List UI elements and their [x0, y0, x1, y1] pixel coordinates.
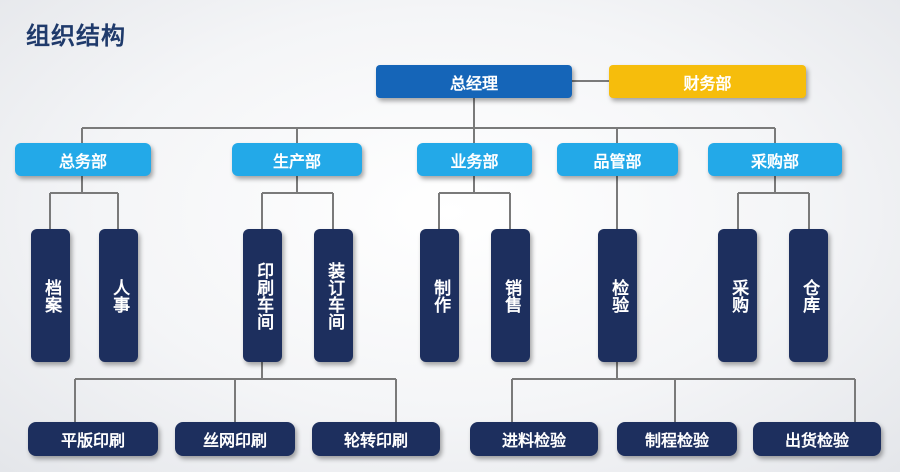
- unit-label: 检验: [608, 278, 629, 313]
- connector-caigou-units: [737, 176, 810, 229]
- finance-dept-box: 财务部: [609, 65, 806, 98]
- dept-label: 业务部: [450, 151, 499, 171]
- leaf-box-chuhuo: 出货检验: [753, 422, 881, 456]
- unit-box-zhizuo: 制作: [420, 229, 459, 362]
- unit-box-yinshua: 印刷车间: [243, 229, 282, 362]
- unit-label: 装订车间: [324, 261, 345, 330]
- leaf-box-pingban: 平版印刷: [28, 422, 158, 456]
- unit-box-zhuangding: 装订车间: [314, 229, 353, 362]
- unit-label: 制作: [430, 278, 451, 313]
- leaf-label: 制程检验: [644, 431, 709, 450]
- dept-box-caigou: 采购部: [708, 143, 842, 176]
- unit-label: 人事: [109, 278, 130, 313]
- dept-box-zongwu: 总务部: [15, 143, 151, 176]
- dept-label: 品管部: [593, 151, 642, 171]
- unit-box-cangku: 仓库: [789, 229, 828, 362]
- leaf-box-siwang: 丝网印刷: [175, 422, 295, 456]
- page-title: 组织结构: [26, 22, 126, 50]
- unit-label: 印刷车间: [253, 261, 274, 330]
- connector-print-leaves: [74, 362, 397, 422]
- dept-box-yewu: 业务部: [417, 143, 532, 176]
- leaf-label: 进料检验: [501, 431, 566, 450]
- unit-box-dangan: 档案: [31, 229, 70, 362]
- unit-box-jianyan: 检验: [598, 229, 637, 362]
- leaf-box-jinliao: 进料检验: [470, 422, 598, 456]
- general-manager-box: 总经理: [376, 65, 572, 98]
- general-manager-label: 总经理: [449, 73, 498, 93]
- unit-box-xiaoshou: 销售: [491, 229, 530, 362]
- unit-box-renshi: 人事: [99, 229, 138, 362]
- leaf-label: 轮转印刷: [343, 431, 408, 450]
- dept-label: 总务部: [58, 151, 107, 171]
- finance-dept-label: 财务部: [683, 73, 732, 93]
- connector-yewu-units: [438, 176, 511, 229]
- unit-box-caigou: 采购: [718, 229, 757, 362]
- connector-inspect-leaves: [511, 362, 856, 422]
- leaf-label: 平版印刷: [60, 431, 125, 450]
- unit-label: 档案: [41, 278, 62, 313]
- dept-box-shengchan: 生产部: [232, 143, 362, 176]
- unit-label: 销售: [501, 278, 522, 313]
- leaf-label: 丝网印刷: [202, 431, 267, 450]
- dept-label: 生产部: [272, 151, 321, 171]
- dept-label: 采购部: [750, 151, 799, 171]
- connector-shengchan-units: [261, 176, 334, 229]
- connector-zongwu-units: [49, 176, 119, 229]
- unit-label: 仓库: [799, 278, 820, 313]
- unit-label: 采购: [728, 278, 749, 313]
- dept-box-pinguan: 品管部: [557, 143, 678, 176]
- leaf-label: 出货检验: [784, 431, 849, 450]
- leaf-box-zhicheng: 制程检验: [617, 422, 737, 456]
- leaf-box-lunzhuan: 轮转印刷: [312, 422, 440, 456]
